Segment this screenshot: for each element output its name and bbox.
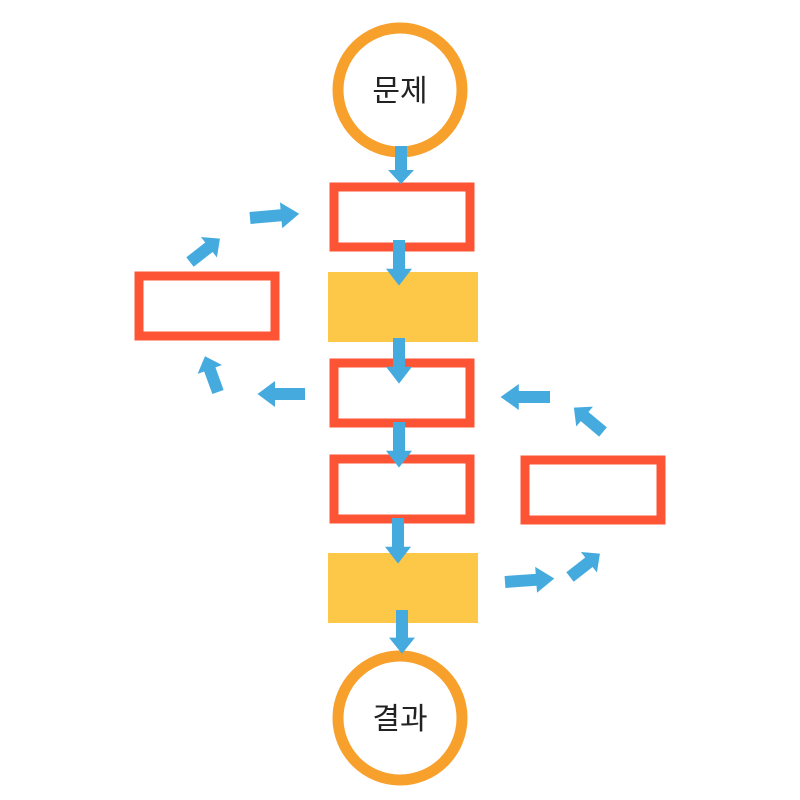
start-node: 문제 [332, 22, 468, 158]
arrow-up-right-icon [181, 228, 228, 273]
filled-box-1 [328, 272, 478, 342]
arrow-right-icon [504, 565, 556, 595]
process-box-3 [329, 454, 475, 524]
end-circle [332, 650, 468, 786]
end-node: 결과 [332, 650, 468, 786]
side-box-right [520, 455, 666, 525]
arrow-up-left-icon [565, 397, 612, 442]
arrow-up-right-icon [561, 543, 608, 588]
arrow-right-icon [248, 200, 301, 231]
side-box-left [134, 271, 280, 341]
start-label: 문제 [372, 74, 427, 109]
arrow-left-icon [500, 384, 550, 410]
end-label: 결과 [372, 702, 427, 737]
arrow-left-icon [257, 381, 305, 407]
arrow-up-icon [192, 351, 231, 397]
process-box-1 [329, 182, 475, 252]
